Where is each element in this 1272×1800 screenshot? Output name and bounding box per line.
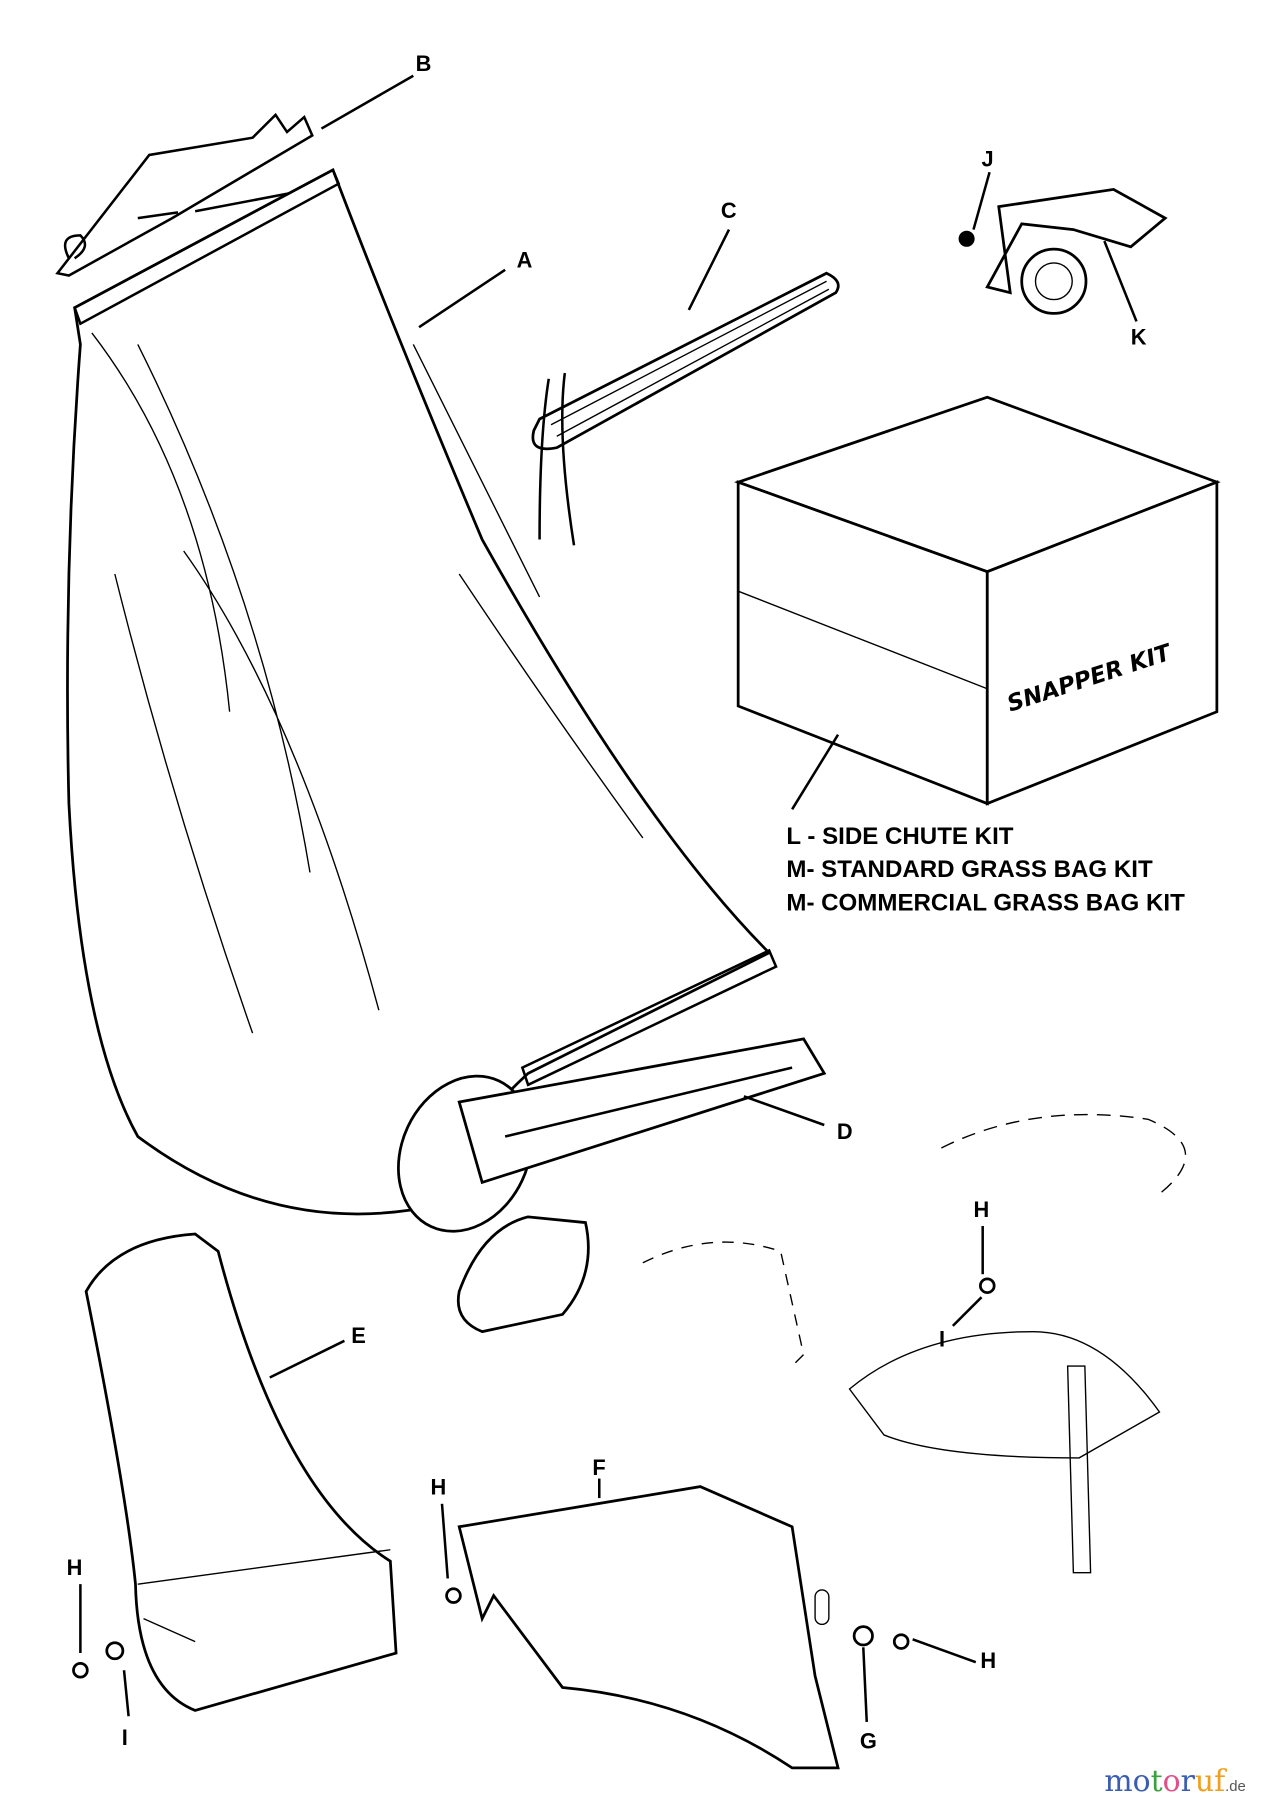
label-a: A [517, 247, 533, 272]
side-deflector-f [457, 1478, 840, 1770]
label-i: I [122, 1725, 128, 1750]
adapter-seal-d [456, 1037, 827, 1334]
label-k: K [1131, 324, 1147, 349]
label-d: D [837, 1119, 853, 1144]
kit-legend-line: M- STANDARD GRASS BAG KIT [786, 856, 1153, 883]
knob-bracket-k [958, 171, 1168, 322]
watermark-logo: motoruf.de [1104, 1764, 1245, 1799]
chute-e [84, 1232, 398, 1712]
kit-box: SNAPPER KIT [734, 395, 1221, 810]
mower-outline [642, 1113, 1187, 1574]
label-h: H [980, 1648, 996, 1673]
label-g: G [860, 1728, 877, 1753]
label-i: I [939, 1327, 945, 1352]
label-h: H [67, 1555, 83, 1580]
kit-legend-line: M- COMMERCIAL GRASS BAG KIT [786, 889, 1185, 916]
fasteners [72, 1226, 996, 1722]
label-h: H [431, 1475, 447, 1500]
label-c: C [721, 198, 737, 223]
label-e: E [351, 1323, 366, 1348]
handle-bar-c [531, 229, 840, 546]
label-j: J [982, 146, 994, 171]
bag-frame-wire-b [55, 74, 414, 277]
label-h: H [974, 1197, 990, 1222]
grass-bag-a [66, 167, 778, 1233]
kit-legend-line: L - SIDE CHUTE KIT [786, 823, 1013, 850]
label-b: B [416, 51, 432, 76]
label-f: F [592, 1455, 605, 1480]
